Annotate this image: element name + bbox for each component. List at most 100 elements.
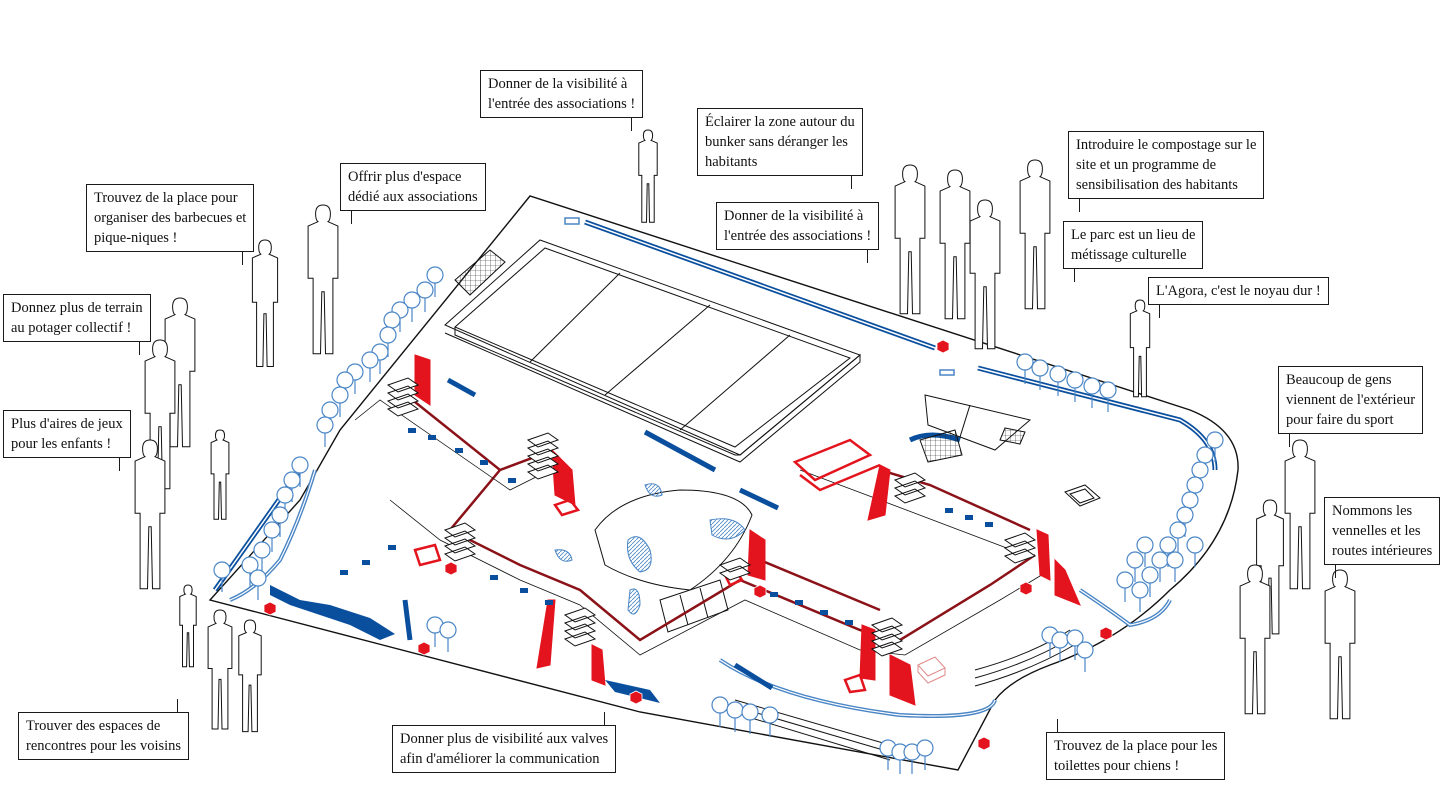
tree-icon [1066, 371, 1084, 389]
tree-icon [1116, 571, 1134, 589]
person-silhouette-icon [1239, 564, 1271, 715]
sports-field [444, 239, 861, 463]
person-silhouette-icon [939, 169, 971, 320]
tree-icon [741, 703, 759, 721]
tree-icon [213, 561, 231, 579]
tree-icon [761, 706, 779, 724]
benches [340, 428, 993, 625]
tree-icon [379, 326, 397, 344]
person-silhouette-icon [307, 204, 339, 355]
comment-vennelles: Nommons les vennelles et les routes inté… [1324, 497, 1441, 578]
person-silhouette-icons [134, 129, 1356, 733]
tree-icon [1141, 566, 1159, 584]
tree-icon [1099, 381, 1117, 399]
tree-icon [271, 506, 289, 524]
comment-line: Trouver des espaces de [26, 718, 161, 734]
tree-icon [1136, 536, 1154, 554]
tree-icon [1191, 461, 1209, 479]
tree-icon [1196, 446, 1214, 464]
tree-icon [1151, 551, 1169, 569]
tree-icon [263, 521, 281, 539]
comment-line: métissage culturelle [1071, 247, 1187, 263]
tree-icon [726, 701, 744, 719]
person-silhouette-icon [134, 439, 166, 590]
dark-blue-path [270, 585, 660, 703]
small-blue-markers [564, 217, 955, 376]
person-silhouette-icon [1284, 439, 1316, 590]
person-silhouette-icon [1324, 569, 1356, 720]
comment-valves: Donner plus de visibilité aux valves afi… [392, 712, 617, 773]
person-silhouette-icon [1129, 299, 1151, 398]
tree-icon [1049, 365, 1067, 383]
comment-line: sensibilisation des habitants [1076, 177, 1238, 193]
tree-icon [361, 351, 379, 369]
association-buildings [414, 354, 1081, 706]
comment-line: L'Agora, c'est le noyau dur ! [1156, 283, 1321, 299]
comment-aires-de-jeux: Plus d'aires de jeux pour les enfants ! [3, 410, 131, 471]
tree-icon [1083, 377, 1101, 395]
tree-icon [1206, 431, 1224, 449]
comment-line: pour les enfants ! [11, 436, 112, 452]
comment-agora: L'Agora, c'est le noyau dur ! [1148, 277, 1329, 318]
tree-icon [916, 739, 934, 757]
comment-line: Donner de la visibilité à [488, 76, 628, 92]
comment-line: rencontres pour les voisins [26, 738, 182, 754]
comment-line: Nommons les [1332, 503, 1413, 519]
stair-stacks [386, 377, 1037, 657]
comment-visibilite-entree-2: Donner de la visibilité à l'entrée des a… [716, 202, 880, 263]
tree-icon [1076, 641, 1094, 659]
person-silhouette-icon [638, 129, 658, 223]
comment-line: Éclairer la zone autour du [705, 114, 855, 130]
comment-line: au potager collectif ! [11, 320, 132, 336]
tree-icon [1181, 491, 1199, 509]
comment-line: organiser des barbecues et [94, 210, 247, 226]
tree-icon [383, 311, 401, 329]
comment-line: toilettes pour chiens ! [1054, 758, 1180, 774]
comment-line: dédié aux associations [348, 189, 478, 205]
comment-line: Trouvez de la place pour les [1054, 738, 1218, 754]
person-silhouette-icon [894, 164, 926, 315]
tree-icon [283, 471, 301, 489]
comment-line: Donnez plus de terrain [11, 300, 143, 316]
comment-line: Introduire le compostage sur le [1076, 137, 1257, 153]
comment-line: habitants [705, 154, 758, 170]
comment-line: Offrir plus d'espace [348, 169, 462, 185]
tree-icon [276, 486, 294, 504]
comment-toilettes-chiens: Trouvez de la place pour les toilettes p… [1046, 719, 1226, 780]
comment-visibilite-entree-1: Donner de la visibilité à l'entrée des a… [480, 70, 644, 131]
comment-line: viennent de l'extérieur [1286, 392, 1416, 408]
agora-plaza [554, 483, 753, 615]
tree-icon [711, 696, 729, 714]
comment-line: l'entrée des associations ! [488, 96, 636, 112]
bleachers [454, 249, 1026, 463]
tree-icon [336, 371, 354, 389]
tree-icon [1169, 521, 1187, 539]
comment-eclairer-bunker: Éclairer la zone autour du bunker sans d… [697, 108, 863, 189]
tree-icon [316, 416, 334, 434]
comment-line: site et un programme de [1076, 157, 1217, 173]
tree-icon [331, 386, 349, 404]
tree-icon [321, 401, 339, 419]
person-silhouette-icon [238, 619, 262, 733]
person-silhouette-icon [207, 609, 233, 730]
comment-barbecues: Trouvez de la place pour organiser des b… [86, 184, 255, 265]
comment-metissage: Le parc est un lieu de métissage culture… [1063, 221, 1204, 282]
tree-icon [1159, 536, 1177, 554]
comment-line: routes intérieures [1332, 543, 1433, 559]
tree-icon [416, 281, 434, 299]
tree-icon [1131, 581, 1149, 599]
comment-line: Donner de la visibilité à [724, 208, 864, 224]
comment-line: bunker sans déranger les [705, 134, 848, 150]
red-cube-icons [263, 339, 1113, 751]
tree-icon [439, 621, 457, 639]
comment-rencontres-voisins: Trouver des espaces de rencontres pour l… [18, 699, 190, 760]
tree-icon [249, 569, 267, 587]
comment-line: Donner plus de visibilité aux valves [400, 731, 609, 747]
tree-icon [1186, 476, 1204, 494]
tree-icon [403, 291, 421, 309]
tree-icon [1066, 629, 1084, 647]
person-silhouette-icon [969, 199, 1001, 350]
comment-sport: Beaucoup de gens viennent de l'extérieur… [1278, 366, 1424, 447]
comment-line: Le parc est un lieu de [1071, 227, 1196, 243]
site-outline [208, 195, 1239, 771]
